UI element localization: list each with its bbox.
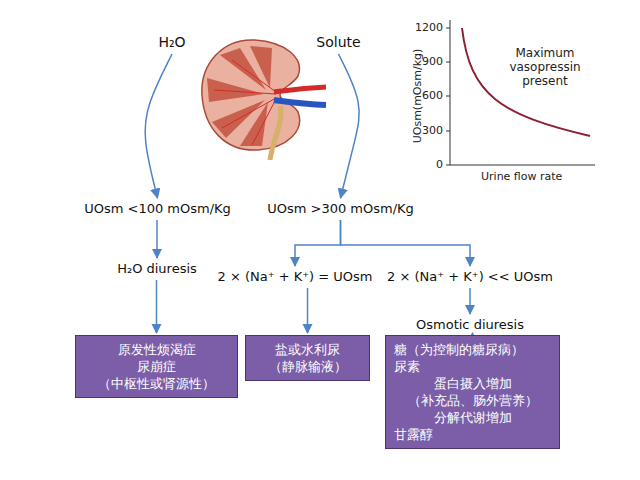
renal-vein <box>274 100 326 105</box>
vessel <box>252 99 276 145</box>
flow-arrow <box>156 220 158 258</box>
kidney-illustration <box>202 40 326 160</box>
node-text: H₂O <box>158 34 186 51</box>
ureter <box>270 106 281 160</box>
x-axis <box>450 165 595 166</box>
y-axis <box>450 20 451 165</box>
urine-graph <box>446 20 595 165</box>
flow-arrow <box>339 54 360 198</box>
tick <box>446 131 450 132</box>
tick-label: 300 <box>422 124 443 138</box>
diuresis-node: H₂O diuresis <box>117 260 197 277</box>
cause-text: 蛋白摄入增加 <box>394 375 551 392</box>
cause-text: 分解代谢增加 <box>394 409 551 426</box>
cause-text: （中枢性或肾源性） <box>84 375 229 392</box>
flow-arrow <box>469 288 471 314</box>
flow-arrow <box>145 54 172 198</box>
cause-text: 盐或水利尿 <box>254 341 361 358</box>
kidney-vessels <box>214 60 276 145</box>
tick-label: 900 <box>422 55 443 69</box>
tick <box>446 165 450 166</box>
cause-text: 糖（为控制的糖尿病） <box>394 341 551 358</box>
axis-title: Urine flow rate <box>481 170 562 184</box>
node-text: Osmotic diuresis <box>416 316 524 333</box>
kidney-body <box>202 40 300 150</box>
cause-text: 甘露醇 <box>394 426 551 443</box>
flow-label: H₂O <box>158 34 186 51</box>
cause-box: 原发性烦渴症尿崩症（中枢性或肾源性） <box>75 335 238 398</box>
tick <box>446 28 450 29</box>
criterion-node: 2 × (Na⁺ + K⁺) << UOsm <box>387 268 553 285</box>
flow-arrow <box>307 288 309 333</box>
flow-arrow <box>156 280 158 333</box>
node-text: 2 × (Na⁺ + K⁺) << UOsm <box>387 268 553 285</box>
tick-label: 0 <box>436 158 443 172</box>
axis-title: UOsm(mOsm/kg) <box>411 49 425 144</box>
vessel <box>232 60 276 92</box>
cause-text: 尿素 <box>394 358 551 375</box>
flow-arrow <box>341 220 471 266</box>
node-text: H₂O diuresis <box>117 260 197 277</box>
cause-text: （补充品、肠外营养） <box>394 392 551 409</box>
osmolality-node: UOsm <100 mOsm/Kg <box>84 200 231 217</box>
tick <box>446 96 450 97</box>
tick-label: 1200 <box>415 21 443 35</box>
kidney-pyramid <box>240 102 268 146</box>
node-text: UOsm >300 mOsm/Kg <box>267 200 414 217</box>
tick-label: 600 <box>422 89 443 103</box>
node-text: Solute <box>316 34 361 51</box>
renal-artery <box>274 87 326 92</box>
cause-box: 盐或水利尿（静脉输液） <box>245 335 370 381</box>
cause-text: 尿崩症 <box>84 358 229 375</box>
diuresis-node: Osmotic diuresis <box>416 316 524 333</box>
vessel <box>214 90 276 94</box>
node-text: 2 × (Na⁺ + K⁺) = UOsm <box>217 268 373 285</box>
cause-text: （静脉输液） <box>254 358 361 375</box>
tick <box>446 62 450 63</box>
vessel <box>222 98 276 128</box>
cause-box: 糖（为控制的糖尿病）尿素蛋白摄入增加（补充品、肠外营养）分解代谢增加甘露醇 <box>385 335 560 449</box>
cause-text: 原发性烦渴症 <box>84 341 229 358</box>
curve-annotation: Maximum vasopressin present <box>493 46 598 88</box>
criterion-node: 2 × (Na⁺ + K⁺) = UOsm <box>217 268 373 285</box>
node-text: UOsm <100 mOsm/Kg <box>84 200 231 217</box>
osmolality-node: UOsm >300 mOsm/Kg <box>267 200 414 217</box>
flow-arrow <box>295 220 341 266</box>
flow-label: Solute <box>316 34 361 51</box>
